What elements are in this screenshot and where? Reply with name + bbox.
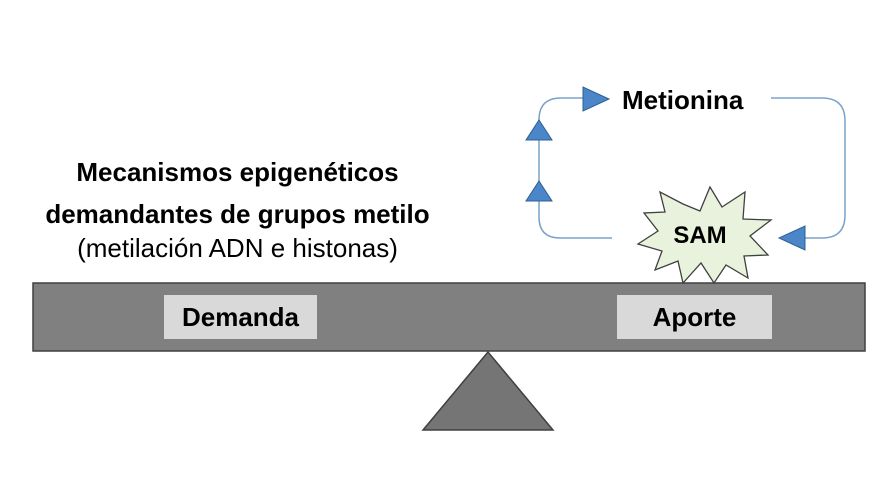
sam-starburst: [636, 185, 773, 285]
heading-line-3: (metilación ADN e histonas): [77, 233, 398, 263]
cycle-line-left: [538, 97, 612, 239]
aporte-label: Aporte: [617, 295, 772, 339]
cycle-line-right: [771, 97, 846, 239]
arrow-up-icon-lower: [525, 180, 553, 202]
heading-line-2: demandantes de grupos metilo: [45, 199, 430, 229]
heading-line-1: Mecanismos epigenéticos: [76, 157, 399, 187]
demanda-label: Demanda: [164, 295, 317, 339]
arrow-right-icon: [582, 86, 611, 112]
metionina-label: Metionina: [622, 85, 744, 115]
arrow-up-icon-upper: [525, 119, 553, 141]
arrow-left-icon: [777, 225, 806, 251]
sam-label: SAM: [673, 222, 727, 249]
fulcrum-triangle: [421, 350, 555, 431]
